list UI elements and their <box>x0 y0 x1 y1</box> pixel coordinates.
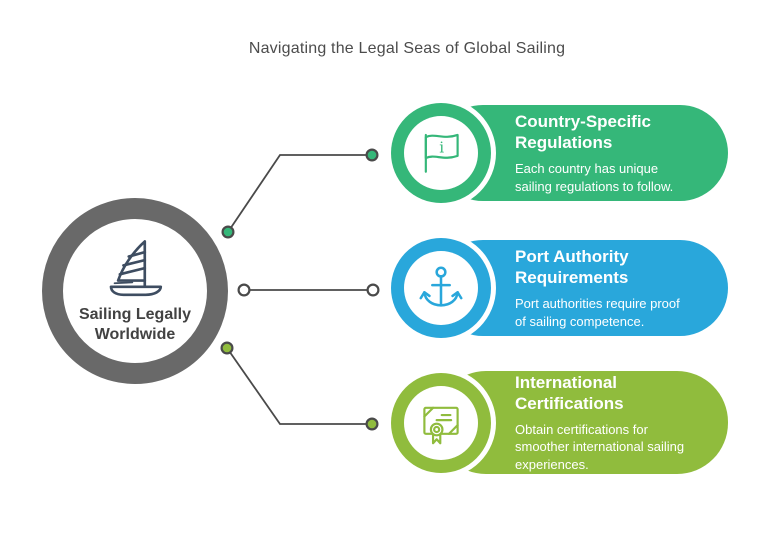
hub-label-line2: Worldwide <box>94 326 176 343</box>
item-title-line: Regulations <box>515 133 613 153</box>
item-description: Obtain certifications for smoother inter… <box>515 421 710 473</box>
connector-paths <box>226 154 373 425</box>
item-badge-inner: i <box>404 116 478 190</box>
item-title: International Certifications <box>515 372 710 414</box>
connector-dot <box>220 341 234 355</box>
hub-label: Sailing Legally Worldwide <box>79 305 191 344</box>
item-pill: International Certifications Obtain cert… <box>435 371 728 474</box>
connector-dot <box>366 283 380 297</box>
item-description: Each country has unique sailing regulati… <box>515 160 710 195</box>
item-title-line: International <box>515 372 618 392</box>
svg-text:i: i <box>439 138 444 156</box>
item-badge <box>391 238 491 338</box>
connector-dot <box>237 283 251 297</box>
page-title: Navigating the Legal Seas of Global Sail… <box>248 40 566 57</box>
hub-label-line1: Sailing Legally <box>78 306 192 324</box>
item-description-line: Each country has unique <box>515 161 659 177</box>
item-title-line: Port Authority <box>515 247 629 267</box>
connector-dots <box>220 148 380 431</box>
sailboat-icon <box>109 240 163 297</box>
item-description-line: experiences. <box>515 456 589 472</box>
connector-dot <box>221 225 235 239</box>
central-hub: Sailing Legally Worldwide <box>42 198 228 384</box>
item-badge <box>391 373 491 473</box>
item-title: Country-Specific Regulations <box>515 111 710 153</box>
item-title-line: Certifications <box>515 393 624 413</box>
item-description: Port authorities require proof of sailin… <box>515 295 710 330</box>
item-description-line: smoother international sailing <box>515 439 685 455</box>
item-title-line: Requirements <box>515 268 629 288</box>
item-badge-inner <box>404 386 478 460</box>
item-badge-inner <box>404 251 478 325</box>
item-badge: i <box>391 103 491 203</box>
item-description-line: Port authorities require proof <box>515 296 680 312</box>
certificate-icon <box>423 406 459 445</box>
connector-dot <box>365 417 379 431</box>
flag-info-icon: i <box>424 133 459 173</box>
item-title: Port Authority Requirements <box>515 246 710 288</box>
item-description-line: sailing regulations to follow. <box>515 178 674 194</box>
item-description-line: of sailing competence. <box>515 313 645 329</box>
item-description-line: Obtain certifications for <box>515 421 648 437</box>
anchor-icon <box>419 266 463 307</box>
item-title-line: Country-Specific <box>515 112 652 132</box>
connector-dot <box>365 148 379 162</box>
